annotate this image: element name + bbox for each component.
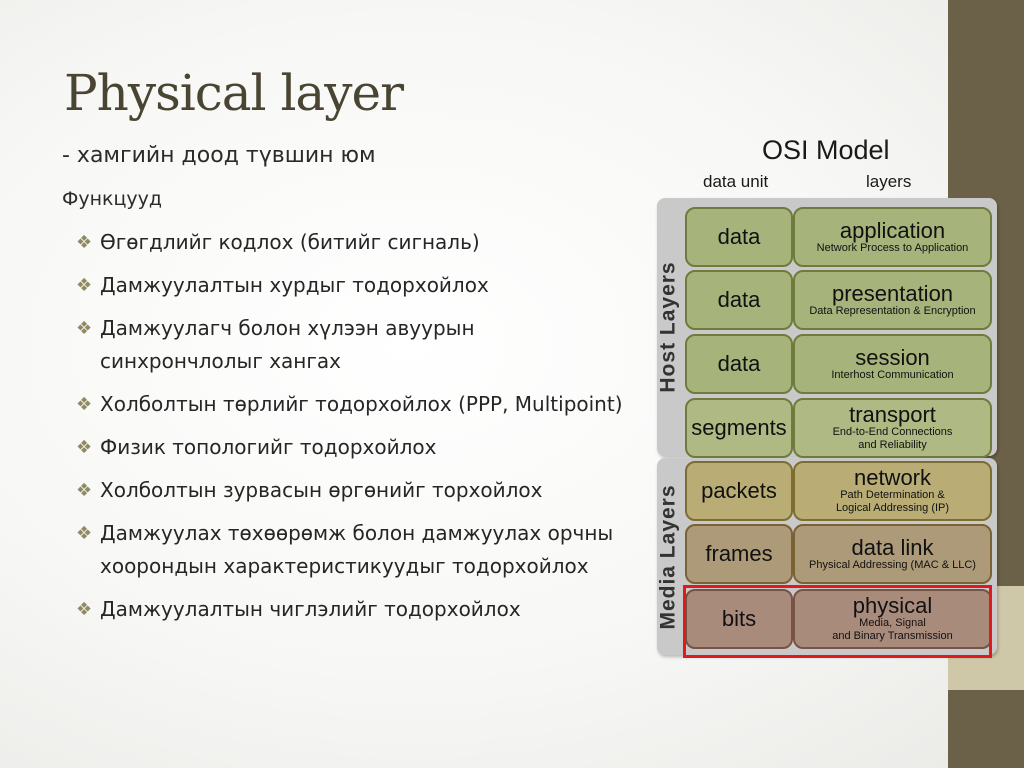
diamond-bullet-icon: ❖ <box>76 394 93 415</box>
diamond-bullet-icon: ❖ <box>76 232 93 253</box>
layer-name: presentation <box>831 280 954 306</box>
functions-label: Функцууд <box>62 188 163 210</box>
osi-title: OSI Model <box>762 135 890 165</box>
list-item: ❖Дамжуулалтын хурдыг тодорхойлох <box>76 269 636 302</box>
layer-session: session Interhost Communication <box>793 334 992 394</box>
layer-description: Network Process to Application <box>816 241 969 254</box>
layer-description: Path Determination & Logical Addressing … <box>835 489 950 514</box>
list-item: ❖Дамжуулалтын чиглэлийг тодорхойлох <box>76 593 636 626</box>
column-header-layers: layers <box>866 172 912 191</box>
layer-name: transport <box>849 402 936 427</box>
media-layers-label: Media Layers <box>657 483 681 630</box>
data-unit-physical: bits <box>685 589 793 649</box>
layer-name: physical <box>852 593 933 618</box>
data-unit-transport: segments <box>685 398 793 458</box>
layer-name: session <box>855 344 930 370</box>
column-header-data-unit: data unit <box>703 172 769 191</box>
layer-data-link: data link Physical Addressing (MAC & LLC… <box>793 524 992 584</box>
diamond-bullet-icon: ❖ <box>76 437 93 458</box>
list-item: ❖Өгөгдлийг кодлох (битийг сигналь) <box>76 226 636 259</box>
diamond-bullet-icon: ❖ <box>76 523 93 544</box>
layer-description: Interhost Communication <box>831 368 954 381</box>
list-item: ❖Холболтын төрлийг тодорхойлох (PPP, Mul… <box>76 388 636 421</box>
layer-presentation: presentation Data Representation & Encry… <box>793 270 992 330</box>
data-unit-data-link: frames <box>685 524 793 584</box>
diamond-bullet-icon: ❖ <box>76 318 93 339</box>
layer-network: network Path Determination & Logical Add… <box>793 461 992 521</box>
physical-layer-highlight-box <box>683 585 992 658</box>
data-unit-application: data <box>685 207 793 267</box>
list-item: ❖Физик топологийг тодорхойлох <box>76 431 636 464</box>
list-item: ❖Дамжуулах төхөөрөмж болон дамжуулах орч… <box>76 517 636 583</box>
data-unit-network: packets <box>685 461 793 521</box>
layer-description: Media, Signal and Binary Transmission <box>832 617 953 642</box>
diamond-bullet-icon: ❖ <box>76 480 93 501</box>
layer-name: data link <box>851 534 934 560</box>
layer-name: application <box>839 217 946 243</box>
diamond-bullet-icon: ❖ <box>76 275 93 296</box>
diamond-bullet-icon: ❖ <box>76 599 93 620</box>
slide-subtitle: - хамгийн доод түвшин юм <box>62 143 376 168</box>
layer-description: Physical Addressing (MAC & LLC) <box>809 558 976 571</box>
layer-description: End-to-End Connections and Reliability <box>832 426 953 451</box>
layer-application: application Network Process to Applicati… <box>793 207 992 267</box>
layer-transport: transport End-to-End Connections and Rel… <box>793 398 992 458</box>
function-list: ❖Өгөгдлийг кодлох (битийг сигналь) ❖Дамж… <box>76 226 636 636</box>
data-unit-session: data <box>685 334 793 394</box>
host-layers-label: Host Layers <box>657 261 680 393</box>
list-item: ❖Холболтын зурвасын өргөнийг торхойлох <box>76 474 636 507</box>
data-unit-presentation: data <box>685 270 793 330</box>
layer-name: network <box>853 465 932 490</box>
slide-title: Physical layer <box>64 64 404 122</box>
list-item: ❖Дамжуулагч болон хүлээн авуурын синхрон… <box>76 312 636 378</box>
layer-description: Data Representation & Encryption <box>809 304 976 317</box>
